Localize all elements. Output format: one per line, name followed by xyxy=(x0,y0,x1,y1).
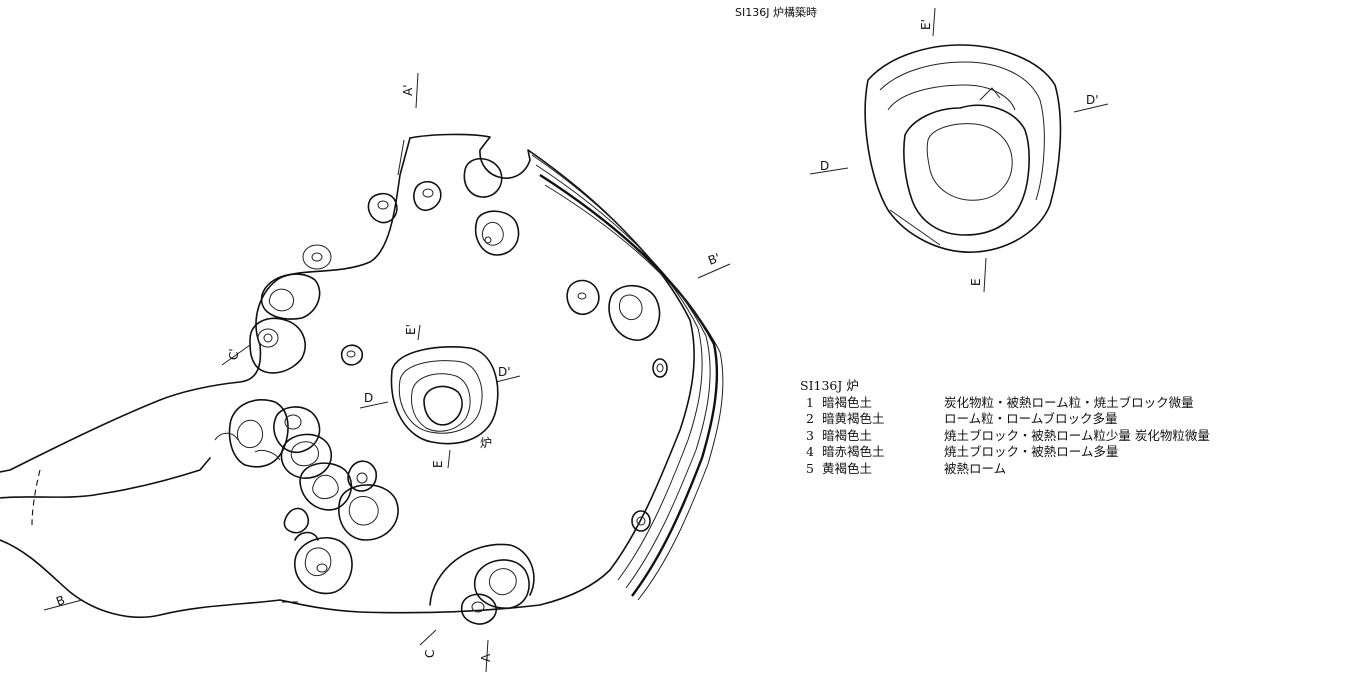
layer-description: ローム粒・ロームブロック多量 xyxy=(944,411,1118,426)
section-C-prime: C' xyxy=(227,348,241,360)
legend-row: 3 暗褐色土 焼土ブロック・被熱ローム粒少量 炭化物粒微量 xyxy=(800,428,1210,445)
legend-title: SI136J 炉 xyxy=(800,378,859,393)
layer-name: 暗褐色土 xyxy=(822,427,873,443)
legend-row: 4 暗赤褐色土 焼土ブロック・被熱ローム多量 xyxy=(800,444,1210,461)
layer-description: 被熱ローム xyxy=(944,460,1007,476)
section-C: C xyxy=(423,650,437,658)
section-markers: A' B' C' E' D' D E 炉 B C A E' D' D E xyxy=(43,7,1109,673)
layer-number: 3 xyxy=(806,427,814,443)
section-D-prime-main: D' xyxy=(498,365,511,379)
section-B-prime: B' xyxy=(706,251,722,268)
section-E-prime-inset: E' xyxy=(919,19,933,30)
layer-legend: SI136J 炉 1 暗褐色土 炭化物粒・被熱ローム粒・焼土ブロック微量 2 暗… xyxy=(800,378,1210,477)
inset-title: SI136J 炉構築時 xyxy=(735,6,817,19)
layer-name: 暗褐色土 xyxy=(822,394,873,410)
layer-description: 焼土ブロック・被熱ローム多量 xyxy=(944,444,1119,459)
section-E-main: E xyxy=(431,460,445,468)
hearth-main xyxy=(390,346,499,445)
section-A: A xyxy=(479,653,493,662)
legend-row: 2 暗黄褐色土 ローム粒・ロームブロック多量 xyxy=(800,411,1210,428)
section-D-main: D xyxy=(364,391,373,405)
layer-number: 2 xyxy=(806,411,814,426)
pits xyxy=(214,157,668,625)
layer-description: 炭化物粒・被熱ローム粒・焼土ブロック微量 xyxy=(944,394,1194,410)
layer-name: 黄褐色土 xyxy=(822,460,873,476)
layer-name: 暗赤褐色土 xyxy=(822,444,885,459)
section-E-inset: E xyxy=(969,278,983,286)
layer-number: 5 xyxy=(806,460,814,476)
section-E-prime-main: E' xyxy=(404,324,418,335)
hearth-label: 炉 xyxy=(480,436,492,450)
layer-description: 焼土ブロック・被熱ローム粒少量 炭化物粒微量 xyxy=(944,427,1210,443)
legend-row: 1 暗褐色土 炭化物粒・被熱ローム粒・焼土ブロック微量 xyxy=(800,395,1210,412)
hearth-inset xyxy=(864,44,1062,253)
legend-row: 5 黄褐色土 被熱ローム xyxy=(800,461,1210,478)
layer-number: 4 xyxy=(806,444,814,459)
layer-number: 1 xyxy=(806,394,814,410)
section-D-prime-inset: D' xyxy=(1086,93,1099,107)
dwelling-outline xyxy=(0,133,724,619)
section-A-prime: A' xyxy=(401,84,415,96)
section-D-inset: D xyxy=(820,159,829,173)
layer-name: 暗黄褐色土 xyxy=(822,411,885,426)
